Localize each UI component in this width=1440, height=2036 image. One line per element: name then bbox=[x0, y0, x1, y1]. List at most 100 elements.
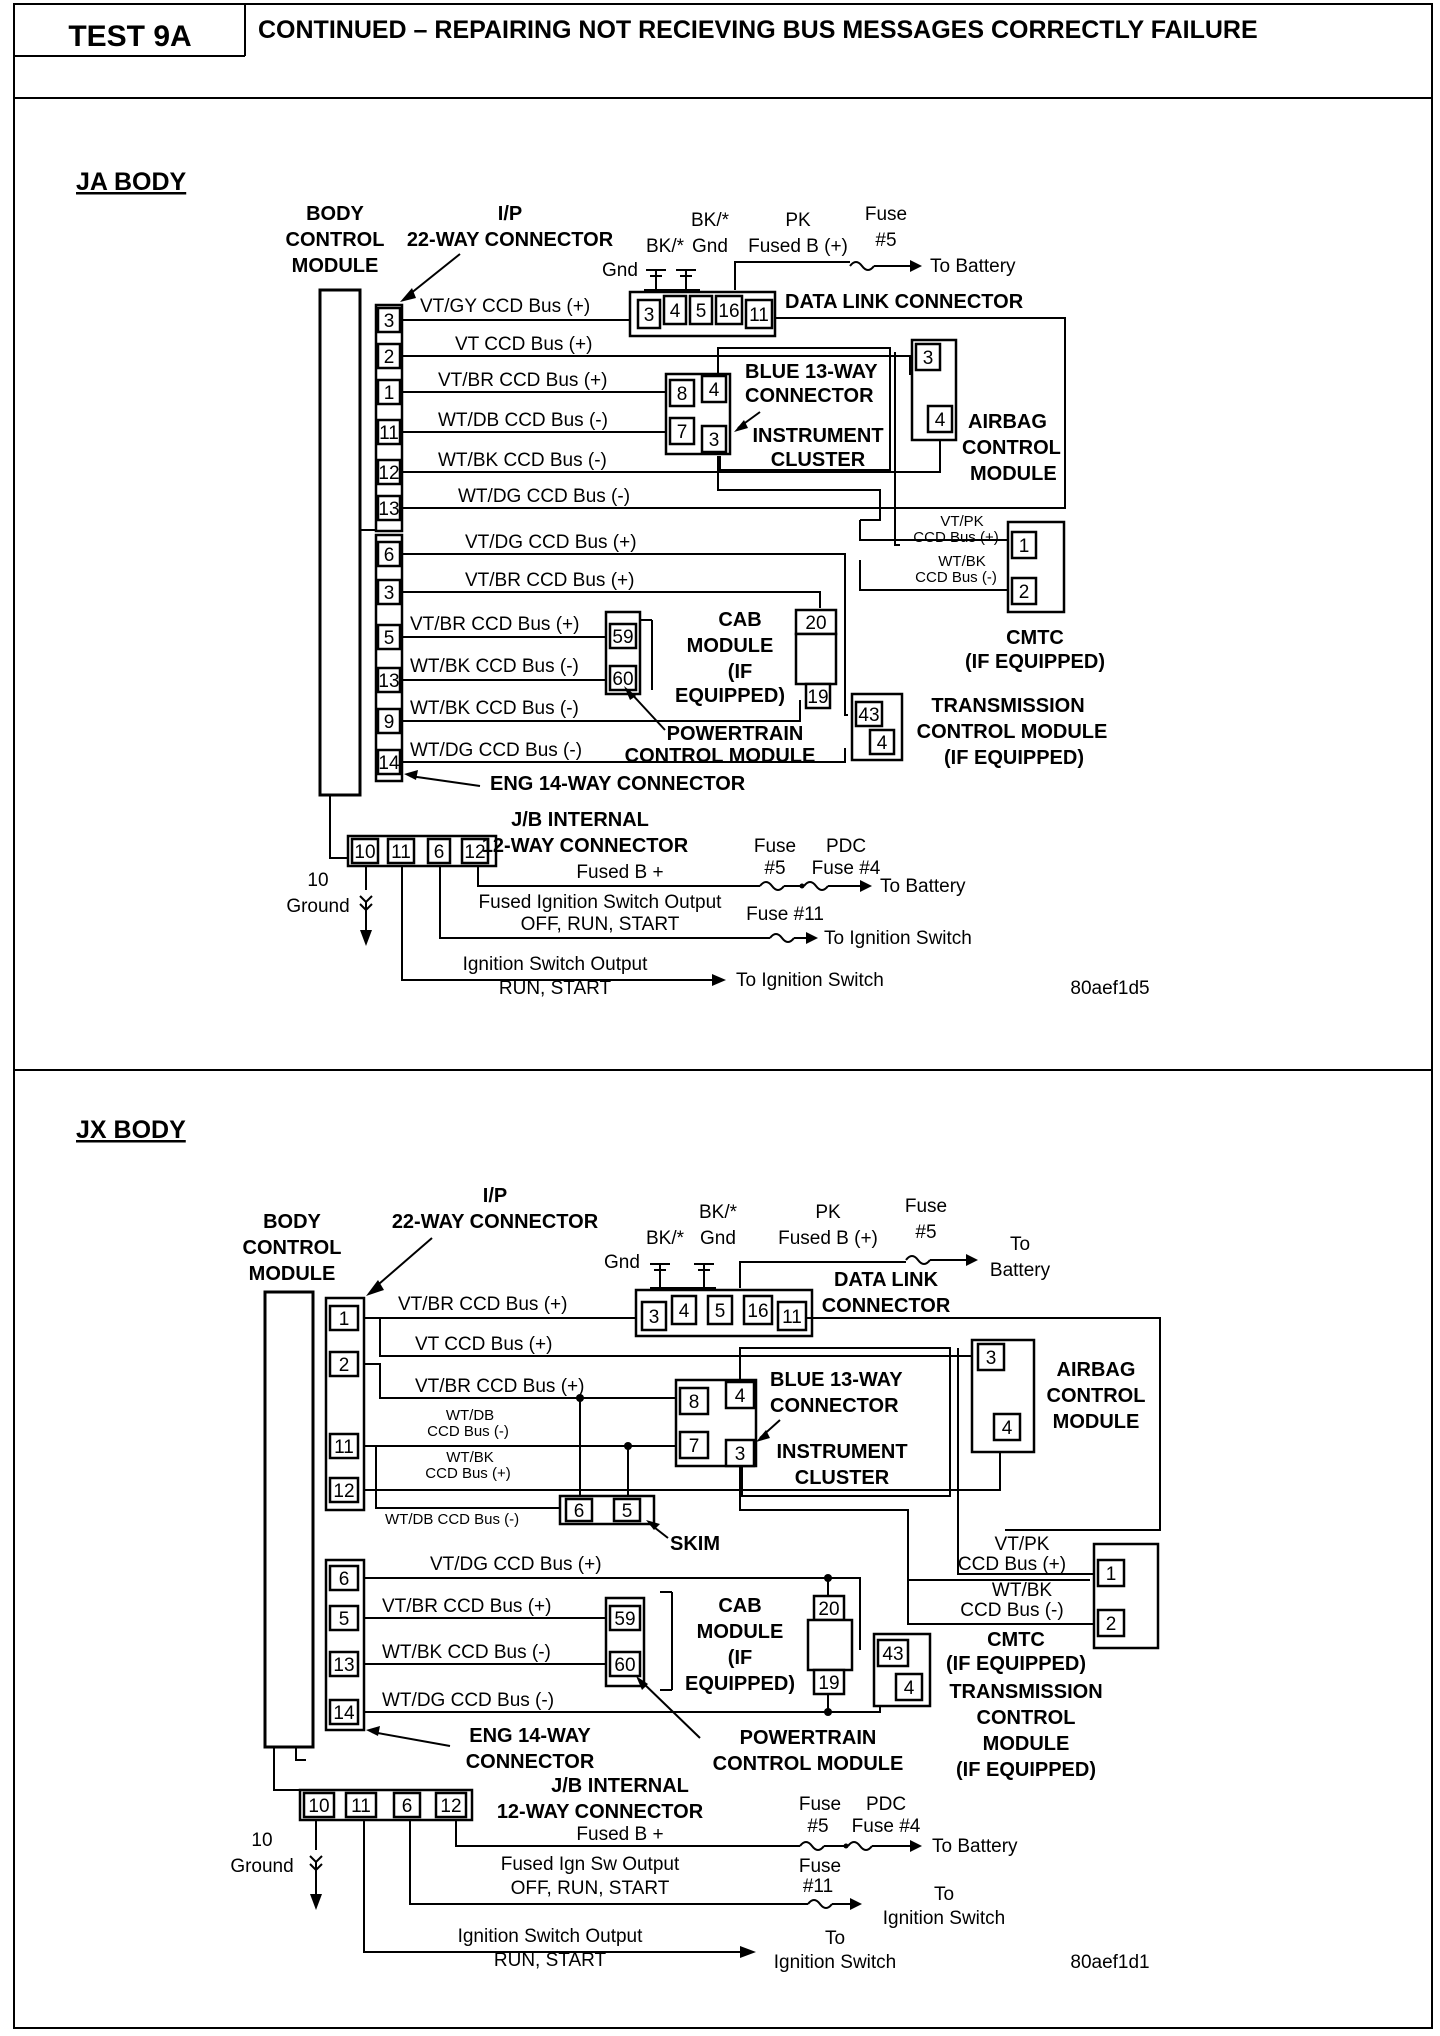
jx-airbag-label-3: MODULE bbox=[1053, 1411, 1140, 1433]
ja-bcm-label-1: BODY bbox=[306, 203, 364, 225]
pin: 8 bbox=[677, 384, 688, 405]
jx-fused-b: Fused B (+) bbox=[778, 1228, 878, 1249]
pin: 7 bbox=[677, 422, 688, 443]
ja-cmtc-wire-2: CCD Bus (+) bbox=[913, 529, 998, 546]
ja-fused-b-label: Fused B + bbox=[576, 862, 663, 883]
ja-fused-b: Fused B (+) bbox=[748, 236, 848, 257]
jx-bcm-label-1: BODY bbox=[263, 1211, 321, 1233]
jx-pk: PK bbox=[815, 1202, 841, 1223]
ja-blue13-label-1: BLUE 13-WAY bbox=[745, 361, 878, 383]
ja-wire-label: WT/DG CCD Bus (-) bbox=[410, 740, 582, 761]
pin: 1 bbox=[384, 383, 395, 404]
ja-wire-label: VT CCD Bus (+) bbox=[455, 334, 592, 355]
pin: 11 bbox=[782, 1307, 802, 1328]
jx-jb-pins: 10 11 6 12 bbox=[302, 1791, 468, 1819]
jx-section-title: JX BODY bbox=[76, 1116, 186, 1144]
ja-fuse11: Fuse #11 bbox=[746, 904, 824, 925]
pin: 6 bbox=[434, 842, 445, 863]
jx-cmtc-wire-4: CCD Bus (-) bbox=[960, 1600, 1063, 1621]
pin: 3 bbox=[384, 583, 395, 604]
ja-fuse4-label: Fuse #4 bbox=[812, 858, 881, 879]
jx-ip-label-1: I/P bbox=[483, 1185, 507, 1207]
jx-cmtc-wire-2: CCD Bus (+) bbox=[958, 1554, 1066, 1575]
jx-skim-label: SKIM bbox=[670, 1533, 720, 1555]
ja-cmtc-wire-1: VT/PK bbox=[940, 513, 983, 530]
ja-cab-module bbox=[794, 632, 838, 686]
jx-airbag-label-2: CONTROL bbox=[1047, 1385, 1146, 1407]
jx-cluster-label-1: INSTRUMENT bbox=[776, 1441, 907, 1463]
pin: 1 bbox=[1106, 1564, 1117, 1585]
jx-wire-label: VT/BR CCD Bus (+) bbox=[415, 1376, 584, 1397]
pin: 12 bbox=[378, 463, 399, 484]
jx-to-ign-2: Ignition Switch bbox=[883, 1908, 1006, 1929]
ja-ign-out-2: RUN, START bbox=[499, 978, 612, 999]
pin: 1 bbox=[339, 1309, 350, 1330]
page-border bbox=[13, 3, 1433, 2029]
ja-dlc-pins: 3 4 5 16 11 bbox=[636, 294, 774, 330]
jx-airbag-label-1: AIRBAG bbox=[1057, 1359, 1136, 1381]
jx-fig-id: 80aef1d1 bbox=[1070, 1952, 1149, 1973]
ja-blue13-pins: 8 4 7 3 bbox=[668, 374, 728, 454]
ja-bcm-lower-pins: 6 3 5 13 9 14 bbox=[376, 540, 402, 776]
pin: 3 bbox=[649, 1307, 660, 1328]
ja-fuse5-symbol bbox=[849, 261, 875, 271]
ja-fuse5-label-2: #5 bbox=[764, 858, 785, 879]
ja-to-ign: To Ignition Switch bbox=[824, 928, 972, 949]
jx-tcm-label-3: MODULE bbox=[983, 1733, 1070, 1755]
jx-to-ign2-1: To bbox=[825, 1928, 845, 1949]
pin: 20 bbox=[818, 1599, 839, 1620]
jx-fused-b-label: Fused B + bbox=[576, 1824, 663, 1845]
jx-cmtc-wire-3: WT/BK bbox=[992, 1580, 1052, 1601]
ja-cab-label-2: MODULE bbox=[687, 635, 774, 657]
pin: 12 bbox=[464, 842, 485, 863]
jx-bcm-upper-pins: 1 2 11 12 bbox=[328, 1304, 360, 1504]
pin: 2 bbox=[339, 1355, 350, 1376]
jx-fuse5-label: Fuse bbox=[905, 1196, 947, 1217]
pin: 59 bbox=[612, 627, 633, 648]
jx-wtdb-2: CCD Bus (-) bbox=[427, 1423, 509, 1440]
ja-to-battery: To Battery bbox=[880, 876, 966, 897]
ja-pcm-label-1: POWERTRAIN bbox=[667, 723, 804, 745]
pin: 16 bbox=[718, 301, 739, 322]
jx-wtbk-1: WT/BK bbox=[446, 1449, 494, 1466]
pin: 20 bbox=[805, 613, 826, 634]
jx-wire-label: VT/BR CCD Bus (+) bbox=[382, 1596, 551, 1617]
jx-bcm-lower-pins: 6 5 13 14 bbox=[328, 1564, 360, 1726]
ja-section-title: JA BODY bbox=[76, 168, 187, 196]
ja-airbag-label-1: AIRBAG bbox=[968, 411, 1047, 433]
pin: 4 bbox=[735, 1386, 746, 1407]
jx-blue13-label-1: BLUE 13-WAY bbox=[770, 1369, 903, 1391]
jx-cab-label-4: EQUIPPED) bbox=[685, 1673, 795, 1695]
ja-fused-ign-2: OFF, RUN, START bbox=[521, 914, 680, 935]
pin: 5 bbox=[384, 628, 395, 649]
jx-fuse11-1: Fuse bbox=[799, 1856, 841, 1877]
pin: 11 bbox=[749, 305, 769, 326]
ja-wire-label: WT/DB CCD Bus (-) bbox=[438, 410, 608, 431]
jx-fused-ign-1: Fused Ign Sw Output bbox=[501, 1854, 680, 1875]
pin: 4 bbox=[670, 301, 681, 322]
pin: 11 bbox=[391, 842, 411, 863]
jx-fuse11-2: #11 bbox=[803, 1876, 833, 1897]
pin: 2 bbox=[1106, 1614, 1117, 1635]
pin: 14 bbox=[333, 1703, 355, 1724]
pin: 60 bbox=[612, 669, 633, 690]
jx-gnd: Gnd bbox=[604, 1252, 640, 1273]
pin: 60 bbox=[614, 1655, 635, 1676]
pin: 3 bbox=[923, 348, 934, 369]
jx-dlc-pins: 3 4 5 16 11 bbox=[640, 1294, 808, 1332]
ja-jb-label-2: 12-WAY CONNECTOR bbox=[482, 835, 689, 857]
jx-cmtc-label-1: CMTC bbox=[987, 1629, 1045, 1651]
ja-airbag-label-3: MODULE bbox=[970, 463, 1057, 485]
jx-fuse5-label-2: #5 bbox=[807, 1816, 828, 1837]
ja-wire-label: VT/GY CCD Bus (+) bbox=[420, 296, 590, 317]
ja-bcm-label-2: CONTROL bbox=[286, 229, 385, 251]
ja-pcm-label-2: CONTROL MODULE bbox=[625, 745, 816, 767]
ja-pdc-label: PDC bbox=[826, 836, 866, 857]
pin: 4 bbox=[935, 410, 946, 431]
jx-wire-label: WT/BK CCD Bus (-) bbox=[382, 1642, 551, 1663]
jx-dlc-label-1: DATA LINK bbox=[834, 1269, 939, 1291]
pin: 43 bbox=[858, 705, 879, 726]
ja-cmtc-label-1: CMTC bbox=[1006, 627, 1064, 649]
pin: 4 bbox=[709, 380, 720, 401]
